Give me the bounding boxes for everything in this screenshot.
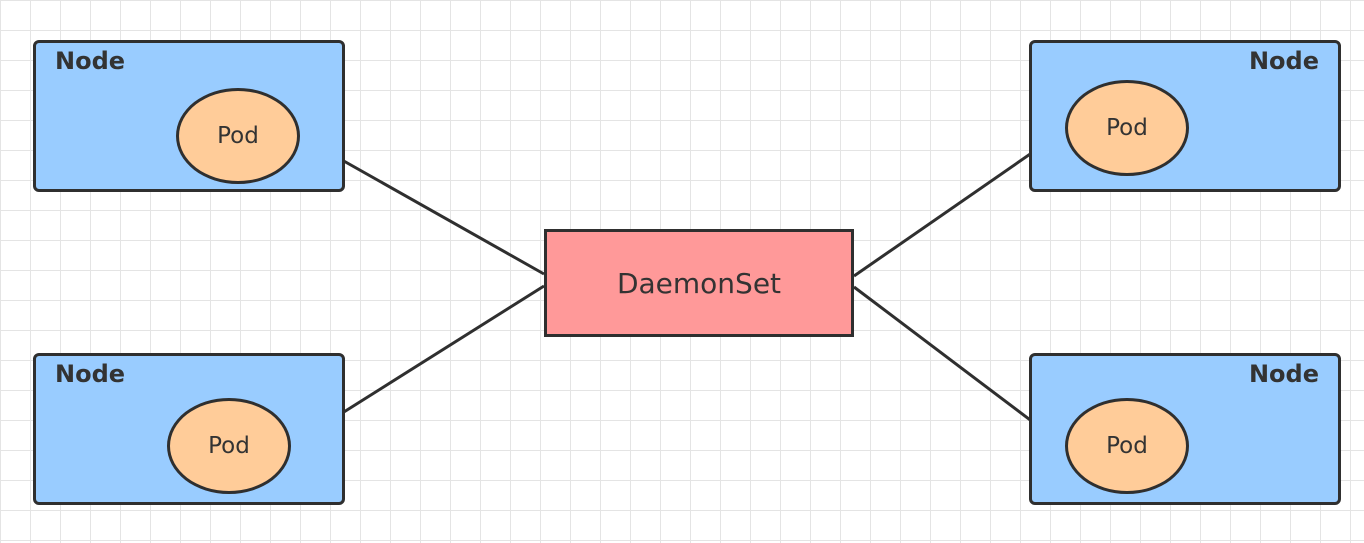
pod-top-right[interactable]: Pod — [1065, 80, 1189, 176]
node-top-left[interactable]: Node Pod — [33, 40, 345, 192]
node-label: Node — [1248, 47, 1319, 75]
pod-label: Pod — [217, 123, 259, 149]
pod-bottom-left[interactable]: Pod — [167, 398, 291, 494]
arrow-to-node-bottom-right-pod — [853, 285, 1063, 446]
node-bottom-left[interactable]: Node Pod — [33, 353, 345, 505]
node-bottom-right[interactable]: Node Pod — [1029, 353, 1341, 505]
arrow-to-node-top-right-pod — [853, 130, 1063, 278]
daemonset-label: DaemonSet — [616, 266, 782, 300]
node-top-right[interactable]: Node Pod — [1029, 40, 1341, 192]
pod-label: Pod — [1106, 115, 1148, 141]
pod-bottom-right[interactable]: Pod — [1065, 398, 1189, 494]
daemonset-box[interactable]: DaemonSet — [544, 229, 854, 337]
node-label: Node — [55, 47, 126, 75]
pod-label: Pod — [1106, 433, 1148, 459]
pod-top-left[interactable]: Pod — [176, 88, 300, 184]
node-label: Node — [1248, 360, 1319, 388]
pod-label: Pod — [208, 433, 250, 459]
node-label: Node — [55, 360, 126, 388]
